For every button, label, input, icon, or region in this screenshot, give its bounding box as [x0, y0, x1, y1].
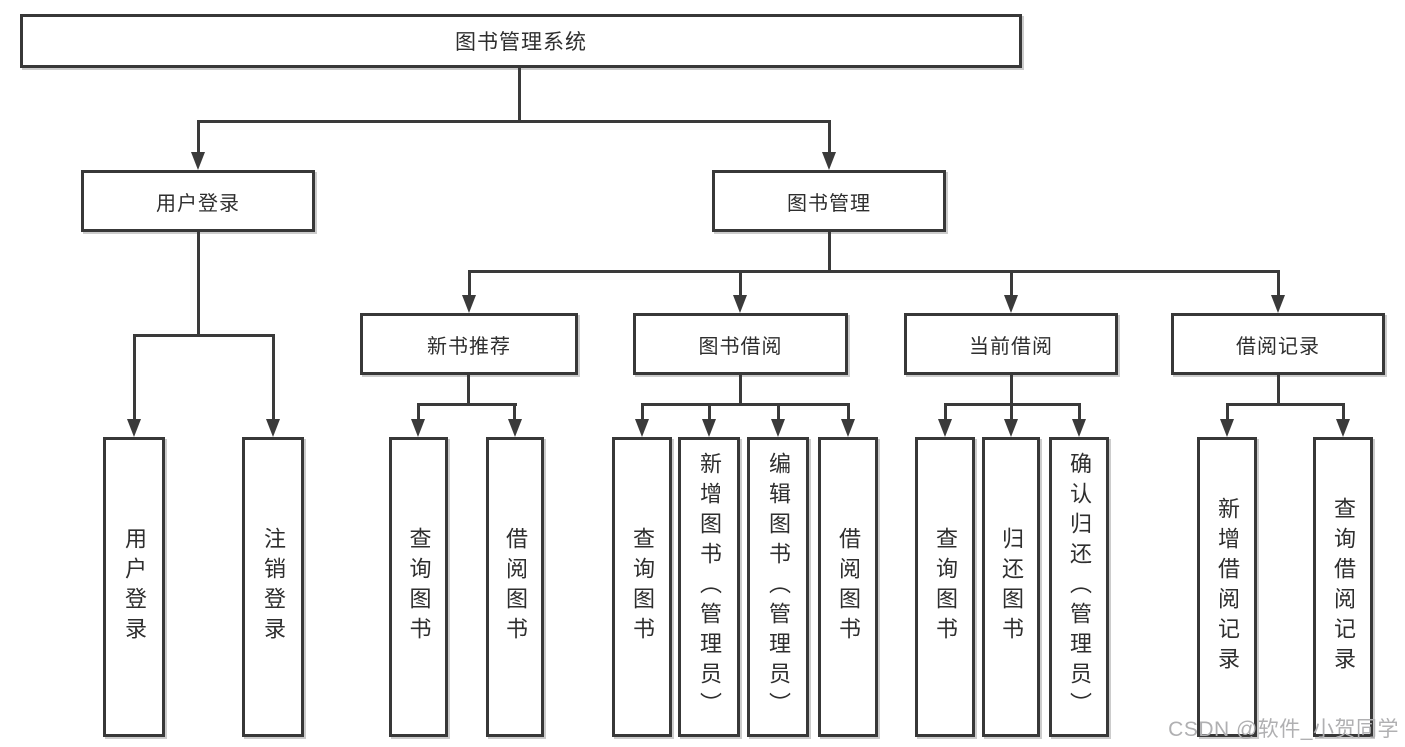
leaf-user-login: 用户登录: [103, 437, 165, 737]
arrow-down-icon: [1336, 419, 1350, 437]
node-new-book-recommendation: 新书推荐: [360, 313, 578, 375]
connector-drop: [1342, 403, 1345, 421]
arrow-down-icon: [841, 419, 855, 437]
arrow-down-icon: [191, 152, 205, 170]
connector-drop: [944, 403, 947, 421]
arrow-down-icon: [127, 419, 141, 437]
connector-drop: [1010, 403, 1013, 421]
leaf-query-books-current: 查询图书: [915, 437, 975, 737]
arrow-down-icon: [411, 419, 425, 437]
leaf-query-borrowing-record: 查询借阅记录: [1313, 437, 1373, 737]
arrow-down-icon: [508, 419, 522, 437]
connector-drop-user-login: [197, 120, 200, 154]
arrow-down-icon: [938, 419, 952, 437]
arrow-down-icon: [822, 152, 836, 170]
connector-borrowing-records-bar: [1226, 403, 1345, 406]
connector-drop-borrowing-records: [1277, 270, 1280, 297]
leaf-borrow-books-borrowing: 借阅图书: [818, 437, 878, 737]
connector-book-management-bar: [468, 270, 1280, 273]
arrow-down-icon: [1220, 419, 1234, 437]
connector-drop-new-book: [468, 270, 471, 297]
connector-new-book-bar: [417, 403, 517, 406]
connector-drop-current-borrowing: [1010, 270, 1013, 297]
connector-root-bar: [197, 120, 831, 123]
connector-borrowing-records-stem: [1277, 375, 1280, 405]
leaf-borrow-books-recommend: 借阅图书: [486, 437, 544, 737]
connector-drop: [641, 403, 644, 421]
connector-book-borrowing-bar: [641, 403, 850, 406]
connector-drop-leaf-logout: [272, 334, 275, 421]
arrow-down-icon: [266, 419, 280, 437]
node-user-login: 用户登录: [81, 170, 315, 232]
connector-drop-leaf-user-login: [133, 334, 136, 421]
node-book-borrowing: 图书借阅: [633, 313, 848, 375]
connector-root-stem: [518, 68, 521, 120]
arrow-down-icon: [1004, 295, 1018, 313]
node-current-borrowing: 当前借阅: [904, 313, 1118, 375]
connector-drop-book-management: [828, 120, 831, 154]
csdn-watermark: CSDN @软件_小贺同学: [1168, 718, 1399, 741]
leaf-add-book-admin: 新增图书（管理员）: [678, 437, 740, 737]
leaf-edit-book-admin: 编辑图书（管理员）: [747, 437, 809, 737]
arrow-down-icon: [1004, 419, 1018, 437]
arrow-down-icon: [462, 295, 476, 313]
connector-drop: [708, 403, 711, 421]
leaf-query-books-recommend: 查询图书: [389, 437, 448, 737]
connector-drop: [847, 403, 850, 421]
connector-drop: [513, 403, 516, 421]
arrow-down-icon: [635, 419, 649, 437]
leaf-confirm-return-admin: 确认归还（管理员）: [1049, 437, 1109, 737]
leaf-logout: 注销登录: [242, 437, 304, 737]
arrow-down-icon: [1271, 295, 1285, 313]
connector-drop: [1226, 403, 1229, 421]
connector-drop: [1078, 403, 1081, 421]
arrow-down-icon: [1072, 419, 1086, 437]
connector-new-book-stem: [467, 375, 470, 405]
leaf-return-books: 归还图书: [982, 437, 1040, 737]
connector-drop: [417, 403, 420, 421]
node-borrowing-records: 借阅记录: [1171, 313, 1385, 375]
arrow-down-icon: [702, 419, 716, 437]
connector-book-management-stem: [828, 232, 831, 272]
node-library-management-system: 图书管理系统: [20, 14, 1022, 68]
connector-user-login-stem: [197, 232, 200, 336]
arrow-down-icon: [771, 419, 785, 437]
connector-book-borrowing-stem: [739, 375, 742, 405]
connector-current-borrowing-stem: [1010, 375, 1013, 405]
node-book-management: 图书管理: [712, 170, 946, 232]
arrow-down-icon: [733, 295, 747, 313]
leaf-query-books-borrowing: 查询图书: [612, 437, 672, 737]
leaf-add-borrowing-record: 新增借阅记录: [1197, 437, 1257, 737]
connector-user-login-bar: [133, 334, 275, 337]
connector-drop: [777, 403, 780, 421]
connector-drop-book-borrowing: [739, 270, 742, 297]
